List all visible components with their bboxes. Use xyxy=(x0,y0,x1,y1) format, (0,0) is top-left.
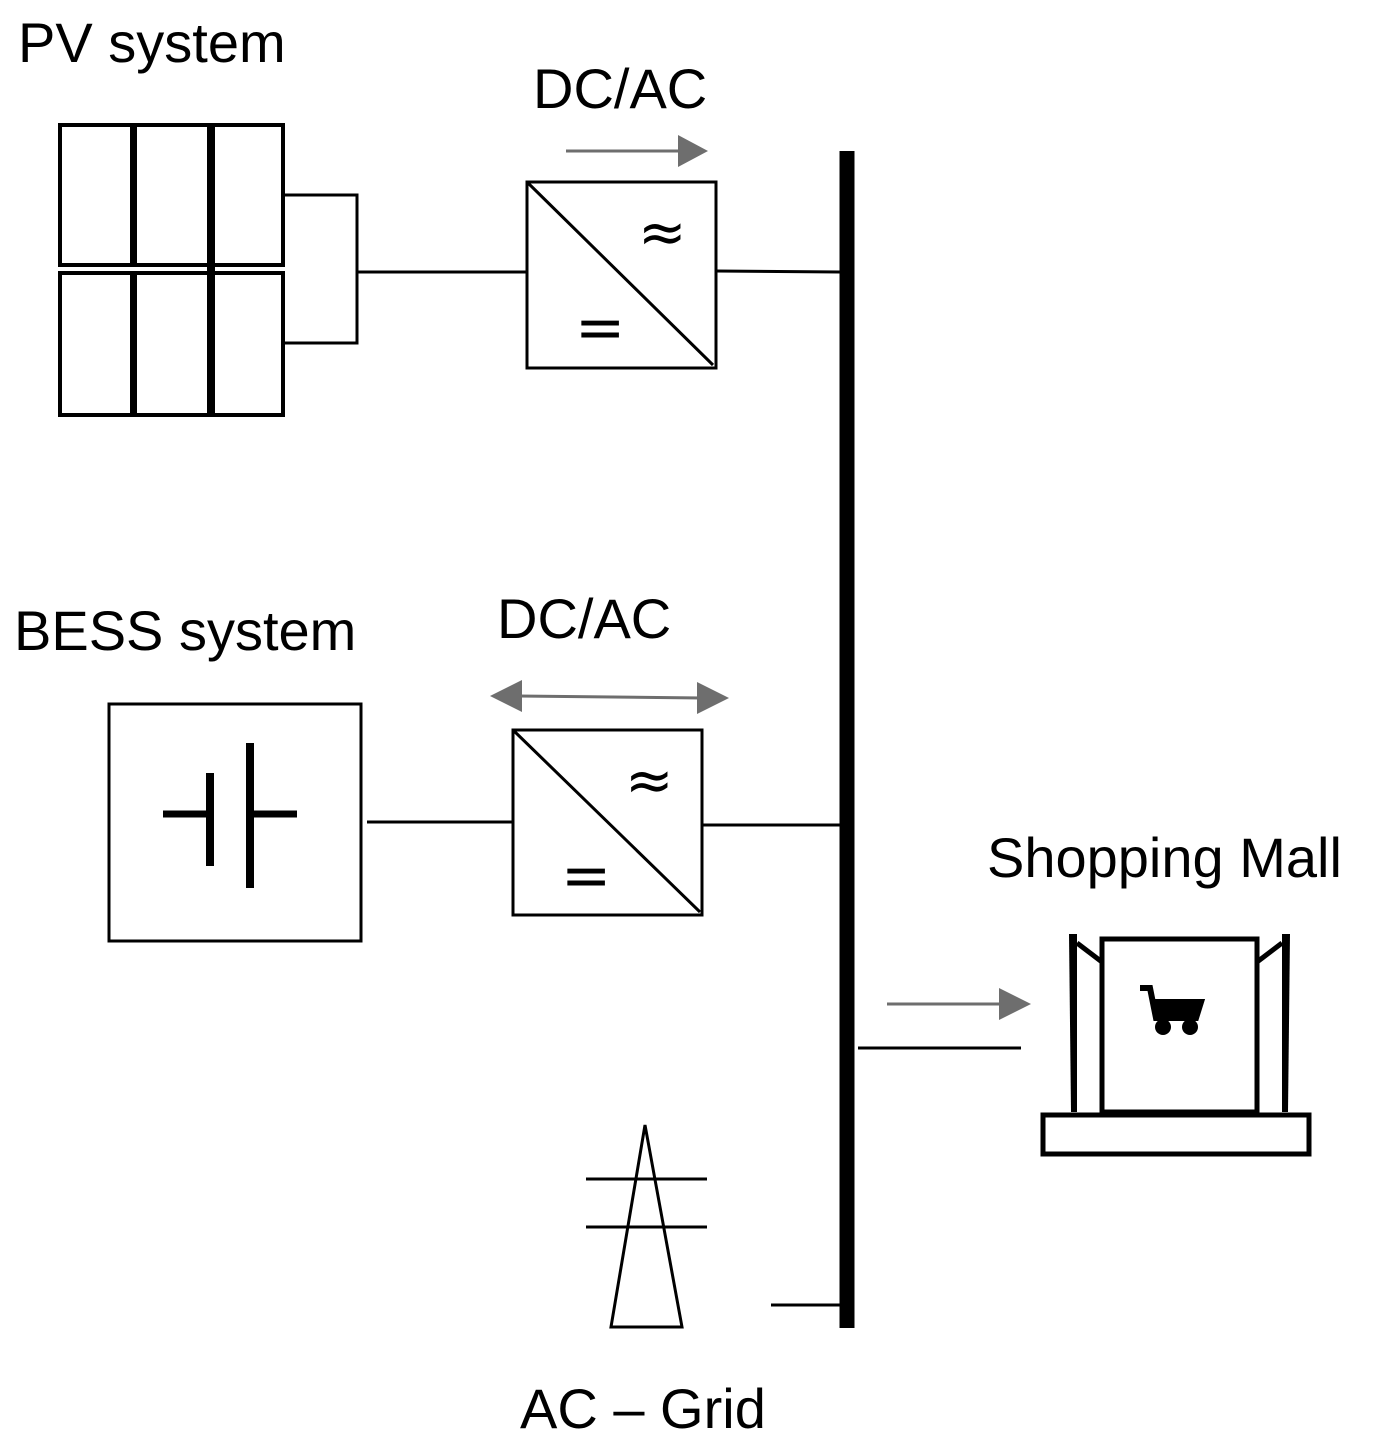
solar-panel-icon xyxy=(58,123,359,417)
bess-converter-ac-symbol: ≈ xyxy=(625,746,674,814)
converter-icon xyxy=(525,180,718,370)
shopping-mall-label: Shopping Mall xyxy=(987,826,1342,889)
shopping-mall-icon xyxy=(1040,934,1312,1157)
battery-icon xyxy=(107,702,363,943)
bess-converter-dc-symbol: = xyxy=(561,841,611,911)
converter-icon xyxy=(511,728,704,917)
bess-system-label: BESS system xyxy=(14,599,356,662)
pv-converter-ac-symbol: ≈ xyxy=(638,198,687,266)
pv-converter-dc-symbol: = xyxy=(575,293,625,363)
bess-bidirectional-arrow xyxy=(490,680,729,714)
mall-power-flow-arrow xyxy=(887,988,1031,1020)
bess-converter-label: DC/AC xyxy=(497,587,671,650)
pv-power-flow-arrow xyxy=(566,135,708,167)
pv-converter-label: DC/AC xyxy=(533,57,707,120)
ac-grid-label: AC – Grid xyxy=(520,1377,766,1440)
pv-ac-line xyxy=(715,269,841,274)
transmission-tower-icon xyxy=(586,1124,707,1329)
pv-system-label: PV system xyxy=(18,11,286,74)
shopping-cart-icon xyxy=(1140,985,1206,1035)
